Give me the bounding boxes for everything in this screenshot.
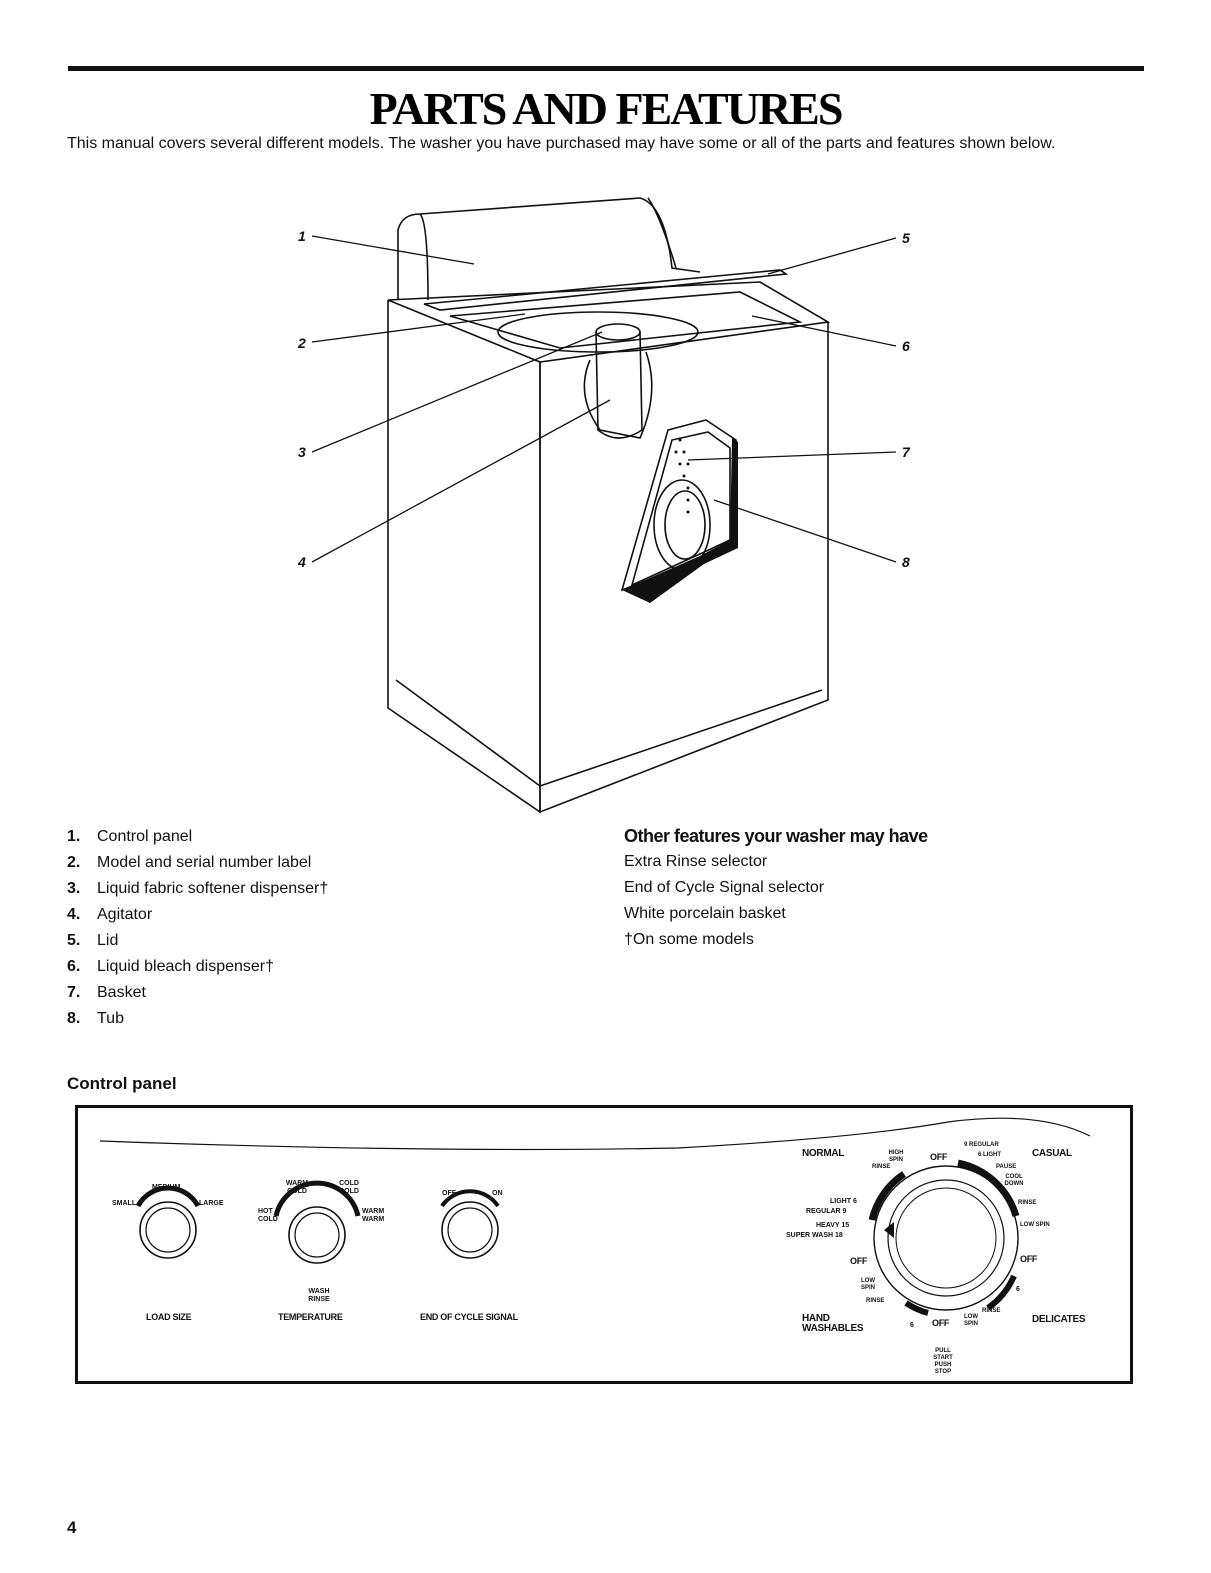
list-item: 8.Tub bbox=[67, 1010, 124, 1027]
callout-7: 7 bbox=[902, 444, 911, 460]
list-item: 7.Basket bbox=[67, 984, 146, 1001]
footnote: †On some models bbox=[624, 931, 754, 948]
callout-5: 5 bbox=[902, 230, 910, 246]
label-end-of-cycle-signal: END OF CYCLE SIGNAL bbox=[420, 1312, 518, 1322]
list-item: 1.Control panel bbox=[67, 828, 193, 845]
label-signal-off: OFF bbox=[442, 1190, 456, 1197]
label-six-right: 6 bbox=[1016, 1286, 1020, 1293]
label-light-6-top: 6 LIGHT bbox=[978, 1152, 1002, 1158]
list-item: 5.Lid bbox=[67, 932, 119, 949]
label-warm-warm: WARM WARM bbox=[362, 1208, 385, 1223]
label-cool-down: COOL DOWN bbox=[1004, 1174, 1024, 1187]
list-item: 3.Liquid fabric softener dispenser† bbox=[67, 880, 329, 897]
cycle-dial[interactable] bbox=[887, 1179, 1005, 1297]
label-load-size: LOAD SIZE bbox=[146, 1312, 192, 1322]
label-low-spin-right: LOW SPIN bbox=[1020, 1222, 1050, 1228]
control-panel-heading: Control panel bbox=[67, 1074, 177, 1093]
label-off-right: OFF bbox=[1020, 1254, 1038, 1264]
label-low-spin-left: LOW SPIN bbox=[860, 1278, 875, 1291]
signal-knob[interactable] bbox=[441, 1201, 499, 1259]
label-normal: NORMAL bbox=[802, 1148, 845, 1159]
top-rule bbox=[68, 66, 1144, 71]
other-features: Other features your washer may have Extr… bbox=[624, 826, 928, 955]
page-number: 4 bbox=[67, 1518, 77, 1537]
callout-6: 6 bbox=[902, 338, 910, 354]
label-hand-washables: HAND WASHABLES bbox=[802, 1313, 864, 1334]
label-temperature: TEMPERATURE bbox=[278, 1312, 343, 1322]
list-item: End of Cycle Signal selector bbox=[624, 879, 825, 896]
label-heavy-15: HEAVY 15 bbox=[816, 1222, 850, 1229]
callout-2: 2 bbox=[297, 335, 306, 351]
label-rinse-left: RINSE bbox=[866, 1298, 885, 1304]
label-off-left: OFF bbox=[850, 1256, 868, 1266]
label-off-top: OFF bbox=[930, 1152, 948, 1162]
other-features-heading: Other features your washer may have bbox=[624, 826, 928, 846]
label-six-bottom: 6 bbox=[910, 1322, 914, 1329]
label-super-wash-18: SUPER WASH 18 bbox=[786, 1232, 843, 1239]
control-panel-illustration: MEDIUM SMALL LARGE LOAD SIZE WARM COLD C… bbox=[75, 1105, 1133, 1384]
label-casual: CASUAL bbox=[1032, 1148, 1072, 1159]
list-item: Extra Rinse selector bbox=[624, 853, 768, 870]
callout-1: 1 bbox=[298, 228, 306, 244]
list-item: 4.Agitator bbox=[67, 906, 153, 923]
label-small: SMALL bbox=[112, 1200, 137, 1207]
label-regular-9-top: 9 REGULAR bbox=[964, 1142, 999, 1148]
list-item: White porcelain basket bbox=[624, 905, 786, 922]
label-high-spin: HIGH SPIN bbox=[888, 1150, 904, 1163]
label-wash-rinse: WASH RINSE bbox=[308, 1288, 330, 1303]
label-warm-cold: WARM COLD bbox=[285, 1180, 309, 1195]
intro-paragraph: This manual covers several different mod… bbox=[67, 135, 1056, 152]
label-light-6: LIGHT 6 bbox=[830, 1198, 857, 1205]
list-item: 6.Liquid bleach dispenser† bbox=[67, 958, 275, 975]
label-pause: PAUSE bbox=[996, 1164, 1017, 1170]
label-low-spin-bottom: LOW SPIN bbox=[963, 1314, 978, 1327]
list-item: 2.Model and serial number label bbox=[67, 854, 312, 871]
parts-list: 1.Control panel 2.Model and serial numbe… bbox=[67, 826, 328, 1034]
label-rinse-right: RINSE bbox=[1018, 1200, 1037, 1206]
label-cold-cold: COLD COLD bbox=[339, 1180, 359, 1195]
label-delicates: DELICATES bbox=[1032, 1314, 1086, 1325]
control-panel-drawing bbox=[99, 1117, 1091, 1316]
temperature-knob[interactable] bbox=[288, 1206, 346, 1264]
washer-diagram: 1 2 3 4 5 6 7 8 bbox=[297, 197, 911, 814]
load-size-knob[interactable] bbox=[139, 1201, 197, 1259]
page-title: PARTS AND FEATURES bbox=[369, 83, 844, 134]
label-medium: MEDIUM bbox=[152, 1184, 181, 1191]
label-large: LARGE bbox=[199, 1200, 224, 1207]
label-rinse-top: RINSE bbox=[872, 1164, 891, 1170]
callout-4: 4 bbox=[297, 554, 306, 570]
label-off-bottom: OFF bbox=[932, 1318, 950, 1328]
callout-8: 8 bbox=[902, 554, 910, 570]
label-pull-start: PULL START PUSH STOP bbox=[933, 1348, 953, 1375]
label-rinse-bottom: RINSE bbox=[982, 1308, 1001, 1314]
label-regular-9: REGULAR 9 bbox=[806, 1208, 847, 1215]
label-hot-cold: HOT COLD bbox=[258, 1208, 278, 1223]
callout-3: 3 bbox=[298, 444, 306, 460]
label-signal-on: ON bbox=[492, 1190, 503, 1197]
